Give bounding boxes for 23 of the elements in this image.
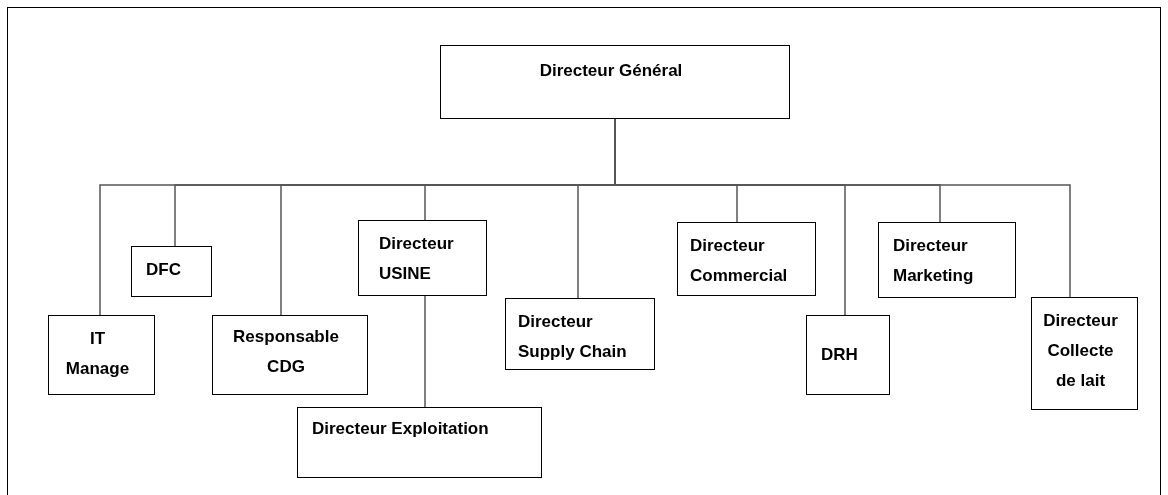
role-title: Directeur Collecte de lait (1042, 310, 1119, 392)
connector-line (424, 295, 426, 408)
role-title: Directeur Exploitation (312, 418, 489, 440)
role-title: IT Manage (64, 328, 131, 380)
role-box (806, 315, 890, 395)
role-title: Directeur Général (539, 60, 683, 82)
role-box (878, 222, 1016, 298)
role-box (505, 298, 655, 370)
role-box (297, 407, 542, 478)
role-box (212, 315, 368, 395)
role-title: Directeur Marketing (893, 235, 975, 287)
role-title: Directeur Commercial (690, 235, 789, 287)
role-title: DRH (821, 344, 858, 366)
role-box (48, 315, 155, 395)
role-box (358, 220, 487, 296)
role-title: Directeur Supply Chain (518, 311, 628, 363)
role-box (1031, 297, 1138, 410)
role-title: DFC (146, 259, 181, 281)
role-box (677, 222, 816, 296)
role-box (440, 45, 790, 119)
role-box (131, 246, 212, 297)
role-title: Directeur USINE (379, 233, 455, 285)
role-title: Responsable CDG (232, 326, 340, 378)
